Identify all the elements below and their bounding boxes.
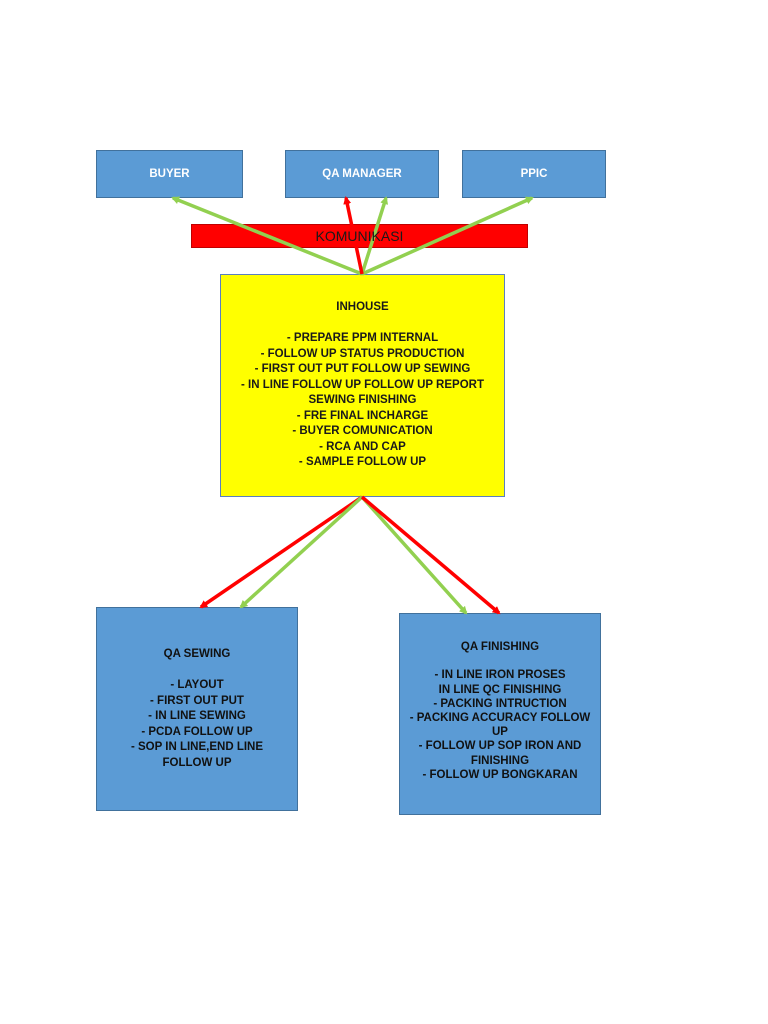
ppic-label: PPIC: [520, 168, 548, 180]
arrow-inhouse-to-qa-sewing-red: [199, 495, 363, 609]
komunikasi-label: KOMUNIKASI: [315, 228, 404, 244]
qa-sewing-item: - IN LINE SEWING: [148, 710, 246, 722]
inhouse-item: SEWING FINISHING: [308, 394, 417, 406]
inhouse-item: - BUYER COMUNICATION: [292, 425, 433, 437]
arrow-inhouse-to-qa-finishing-red: [360, 495, 501, 615]
inhouse-item: - SAMPLE FOLLOW UP: [298, 456, 427, 468]
arrow-inhouse-to-qa-finishing-green: [360, 495, 468, 615]
qa-finishing-item: IN LINE QC FINISHING: [438, 683, 562, 696]
qa-sewing-item: - FIRST OUT PUT: [150, 694, 244, 707]
inhouse-item: - FIRST OUT PUT FOLLOW UP SEWING: [254, 363, 471, 375]
qa-manager-box: QA MANAGER: [285, 150, 439, 198]
arrow-inhouse-to-qa-sewing-green: [239, 495, 364, 609]
qa-finishing-title: QA FINISHING: [460, 641, 540, 653]
qa-sewing-item: - PCDA FOLLOW UP: [141, 725, 253, 738]
buyer-label: BUYER: [149, 168, 190, 180]
qa-sewing-box: QA SEWING - LAYOUT - FIRST OUT PUT - IN …: [96, 607, 298, 811]
qa-manager-label: QA MANAGER: [322, 168, 402, 180]
qa-sewing-item: - LAYOUT: [170, 679, 224, 691]
qa-finishing-item: - PACKING INTRUCTION: [433, 697, 567, 710]
qa-finishing-item: - FOLLOW UP BONGKARAN: [422, 768, 578, 781]
qa-sewing-item: - SOP IN LINE,END LINE: [130, 741, 264, 753]
qa-finishing-item: FINISHING: [470, 754, 530, 767]
inhouse-item: - RCA AND CAP: [319, 440, 406, 453]
inhouse-item: - FRE FINAL INCHARGE: [296, 409, 429, 422]
qa-finishing-box: QA FINISHING - IN LINE IRON PROSES IN LI…: [399, 613, 601, 815]
ppic-box: PPIC: [462, 150, 606, 198]
qa-sewing-title: QA SEWING: [163, 648, 231, 660]
qa-finishing-item: UP: [492, 726, 508, 739]
inhouse-title: INHOUSE: [336, 301, 389, 313]
buyer-box: BUYER: [96, 150, 243, 198]
qa-finishing-item: - PACKING ACCURACY FOLLOW: [409, 712, 591, 724]
inhouse-item: - PREPARE PPM INTERNAL: [286, 332, 439, 344]
inhouse-item: - FOLLOW UP STATUS PRODUCTION: [260, 347, 465, 360]
inhouse-box: INHOUSE - PREPARE PPM INTERNAL - FOLLOW …: [220, 274, 505, 497]
qa-finishing-item: - IN LINE IRON PROSES: [434, 669, 566, 682]
qa-sewing-item: FOLLOW UP: [162, 756, 232, 769]
inhouse-item: - IN LINE FOLLOW UP FOLLOW UP REPORT: [241, 378, 484, 391]
qa-finishing-item: - FOLLOW UP SOP IRON AND: [418, 740, 582, 753]
